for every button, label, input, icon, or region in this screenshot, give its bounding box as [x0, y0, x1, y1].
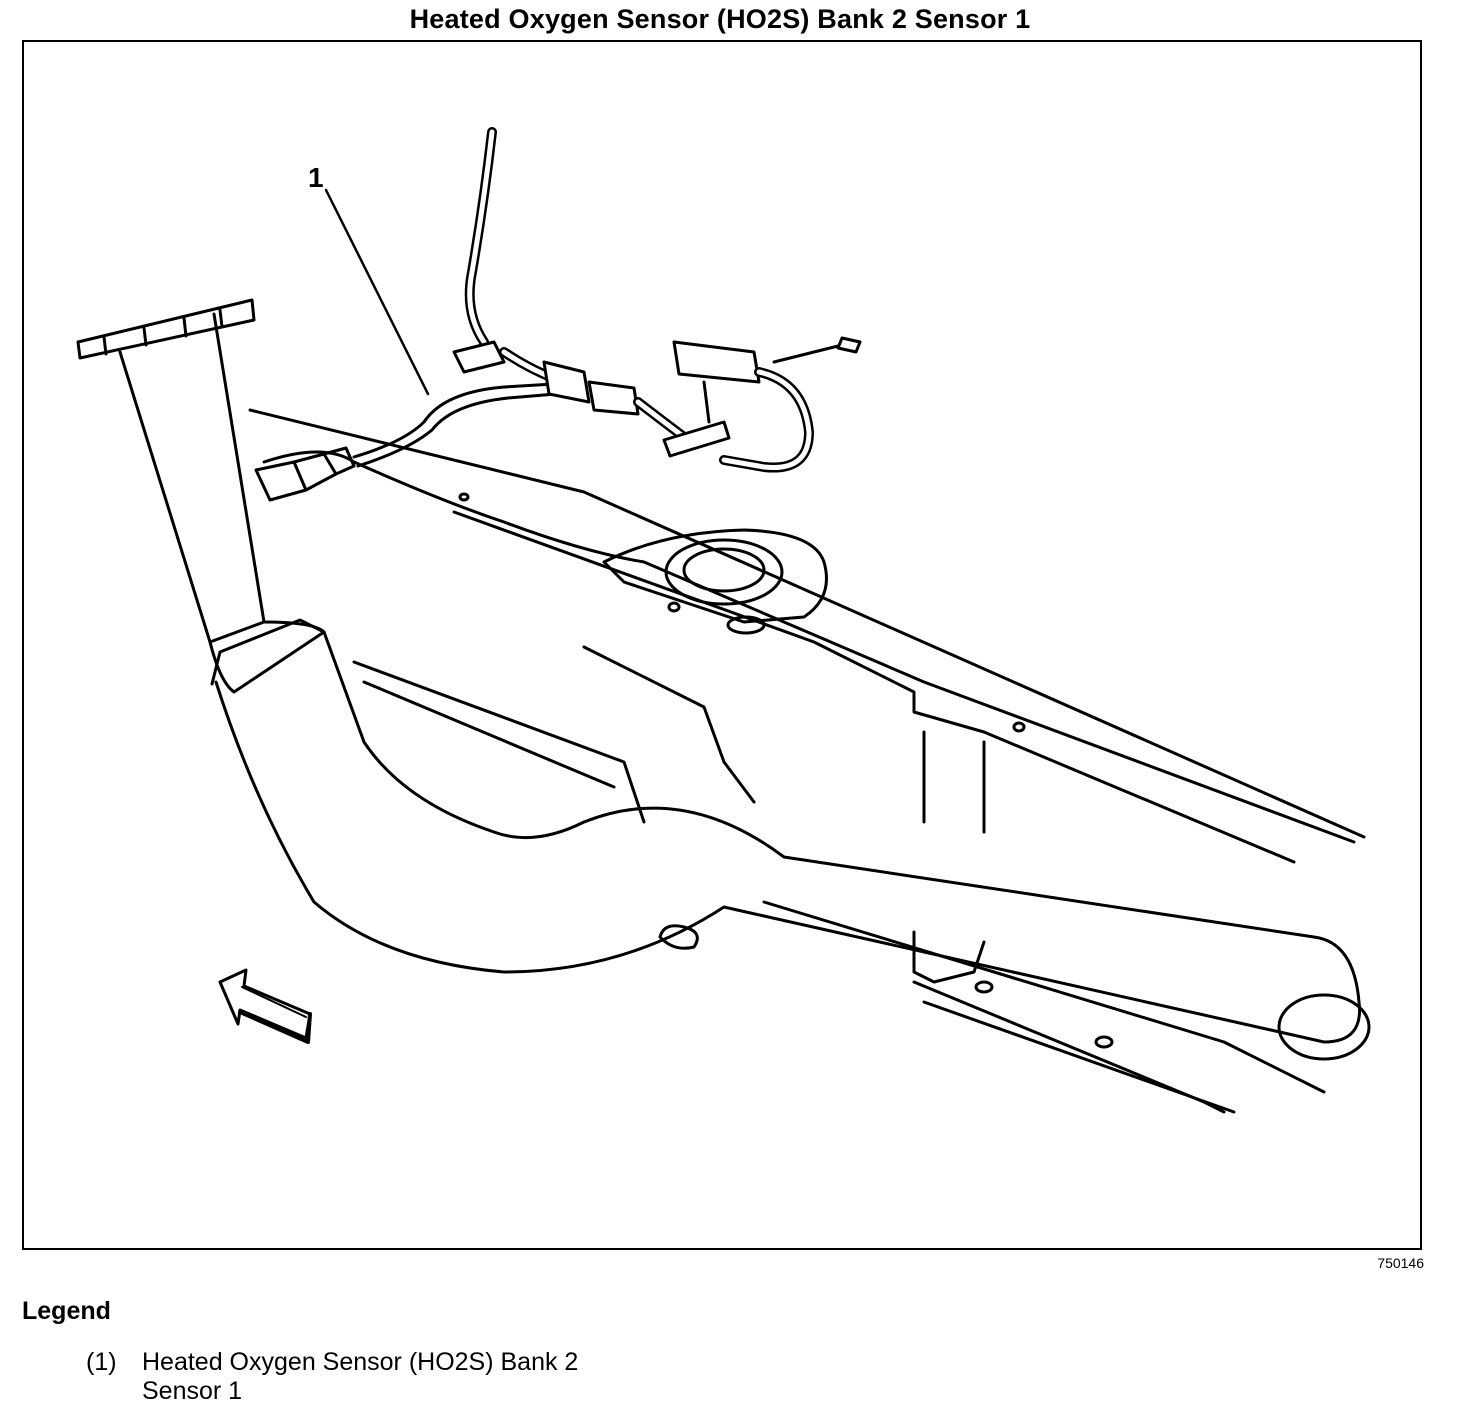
legend-item-number: (1) [86, 1348, 117, 1376]
frame-rail [248, 408, 1366, 1114]
callout-label-1: 1 [308, 162, 324, 193]
legend-item: (1) Heated Oxygen Sensor (HO2S) Bank 2 S… [86, 1348, 662, 1406]
diagram-title: Heated Oxygen Sensor (HO2S) Bank 2 Senso… [409, 4, 1031, 34]
exhaust-flange [76, 298, 256, 360]
exhaust-pipe [118, 312, 1371, 1061]
legend-item-text: Heated Oxygen Sensor (HO2S) Bank 2 Senso… [142, 1348, 579, 1405]
diagram-frame: 1 [22, 40, 1422, 1250]
exhaust-diagram [76, 127, 1371, 1114]
figure-id: 750146 [1377, 1255, 1424, 1271]
sensor-wiring-harness [352, 127, 862, 473]
callout-1-leader [324, 188, 430, 396]
forward-arrow-icon [218, 968, 312, 1044]
oxygen-sensor [254, 446, 356, 502]
legend-heading: Legend [22, 1297, 111, 1325]
mount-boss [602, 528, 828, 635]
